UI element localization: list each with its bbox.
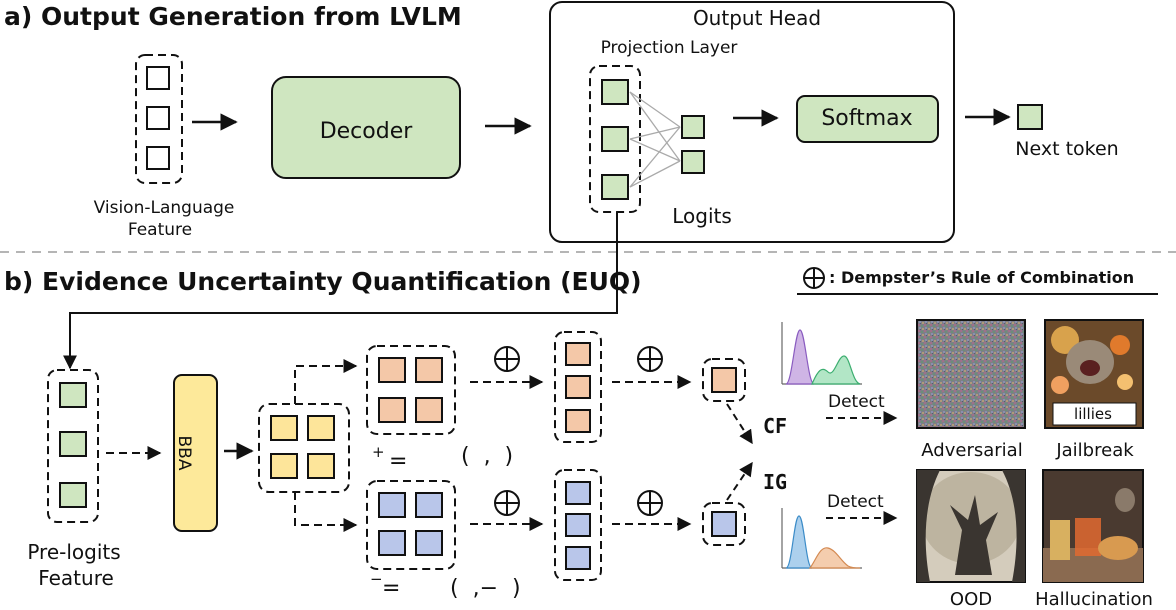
arrow-to-ig: [726, 461, 753, 501]
negative-cell: [378, 492, 406, 518]
section-a-title: a) Output Generation from LVLM: [4, 2, 462, 31]
prelogits-node: [59, 431, 87, 457]
positive-combined-cell: [565, 409, 591, 433]
formula-neg-paren: ( ,− ): [450, 576, 521, 601]
vl-feature-group: [135, 54, 183, 184]
prelogits-group: [47, 369, 99, 523]
arrow-to-cf: [726, 403, 753, 445]
ig-label: IG: [763, 470, 788, 494]
oplus-icon: [494, 346, 520, 372]
adversarial-image: [916, 319, 1026, 429]
negative-cell: [415, 530, 443, 556]
bba-label: BBA: [174, 435, 194, 471]
positive-evidence-group: [366, 345, 456, 435]
arrow-to-negative-branch: [294, 492, 358, 532]
vl-feature-label-line2: Feature: [127, 220, 193, 240]
oplus-icon: [637, 490, 663, 516]
negative-evidence-group: [366, 480, 456, 570]
cf-label: CF: [763, 414, 788, 438]
vl-feature-label-line1: Vision-Language: [93, 198, 235, 218]
output-head-box: [549, 1, 955, 243]
negative-cell: [415, 492, 443, 518]
projection-node: [601, 126, 629, 152]
mass-cell: [307, 453, 335, 479]
positive-combined-cell: [565, 342, 591, 366]
vl-feature-cell: [146, 146, 170, 170]
bba-box: [173, 374, 218, 532]
jailbreak-label: Jailbreak: [1056, 440, 1134, 461]
ood-image: [916, 469, 1026, 583]
projection-node: [601, 174, 629, 200]
prelogits-node: [59, 382, 87, 408]
output-head-title: Output Head: [692, 6, 822, 30]
softmax-box: [796, 95, 939, 143]
hallucination-image: [1042, 469, 1144, 583]
positive-combined-group: [554, 331, 602, 443]
prelogits-node: [59, 482, 87, 508]
negative-combined-cell: [565, 546, 591, 570]
prelogits-label-line2: Feature: [38, 566, 114, 590]
logit-node: [681, 150, 705, 174]
mass-group: [258, 403, 350, 493]
positive-cell: [415, 397, 443, 423]
logits-label: Logits: [672, 204, 732, 228]
positive-final-cell: [711, 367, 737, 393]
detect-label-bottom: Detect: [827, 492, 884, 512]
arrow-projection-to-prelogits: [63, 212, 618, 370]
distribution-plot-top: [781, 322, 862, 385]
oplus-icon: [637, 346, 663, 372]
positive-cell: [415, 357, 443, 383]
next-token-node: [1017, 104, 1043, 130]
projection-node: [601, 79, 629, 105]
ood-label: OOD: [949, 589, 993, 610]
negative-combined-cell: [565, 481, 591, 505]
formula-pos-paren: ( , ): [461, 444, 514, 469]
vl-feature-cell: [146, 106, 170, 130]
positive-combined-cell: [565, 375, 591, 399]
formula-pos-eq: =: [389, 449, 408, 474]
jailbreak-image: [1044, 319, 1144, 429]
section-b-title: b) Evidence Uncertainty Quantification (…: [4, 267, 642, 296]
negative-combined-group: [554, 469, 602, 581]
oplus-icon: [494, 490, 520, 516]
distribution-plot-bottom: [781, 508, 862, 569]
next-token-label: Next token: [1015, 138, 1119, 160]
fc-connections: [629, 91, 681, 188]
decoder-box: [271, 76, 461, 179]
vl-feature-cell: [146, 66, 170, 90]
mass-cell: [307, 415, 335, 441]
jailbreak-caption: lillies: [1074, 405, 1112, 423]
legend-text: : Dempster’s Rule of Combination: [829, 268, 1135, 287]
projection-layer-label: Projection Layer: [600, 38, 738, 58]
negative-final-cell: [711, 511, 737, 537]
mass-cell: [270, 453, 298, 479]
adversarial-label: Adversarial: [921, 440, 1023, 461]
formula-neg-eq: =: [382, 576, 401, 601]
prelogits-label-line1: Pre-logits: [27, 540, 121, 564]
arrow-to-positive-branch: [294, 359, 358, 404]
positive-cell: [378, 397, 406, 423]
detect-label-top: Detect: [828, 392, 885, 412]
formula-pos-sup: +: [372, 443, 385, 461]
positive-cell: [378, 357, 406, 383]
projection-group: [589, 65, 641, 213]
softmax-label: Softmax: [821, 106, 913, 131]
negative-cell: [378, 530, 406, 556]
hallucination-label: Hallucination: [1035, 589, 1153, 610]
logit-node: [681, 115, 705, 139]
mass-cell: [270, 415, 298, 441]
decoder-label: Decoder: [319, 119, 413, 144]
negative-combined-cell: [565, 513, 591, 537]
formula-neg-sup: −: [370, 570, 383, 588]
